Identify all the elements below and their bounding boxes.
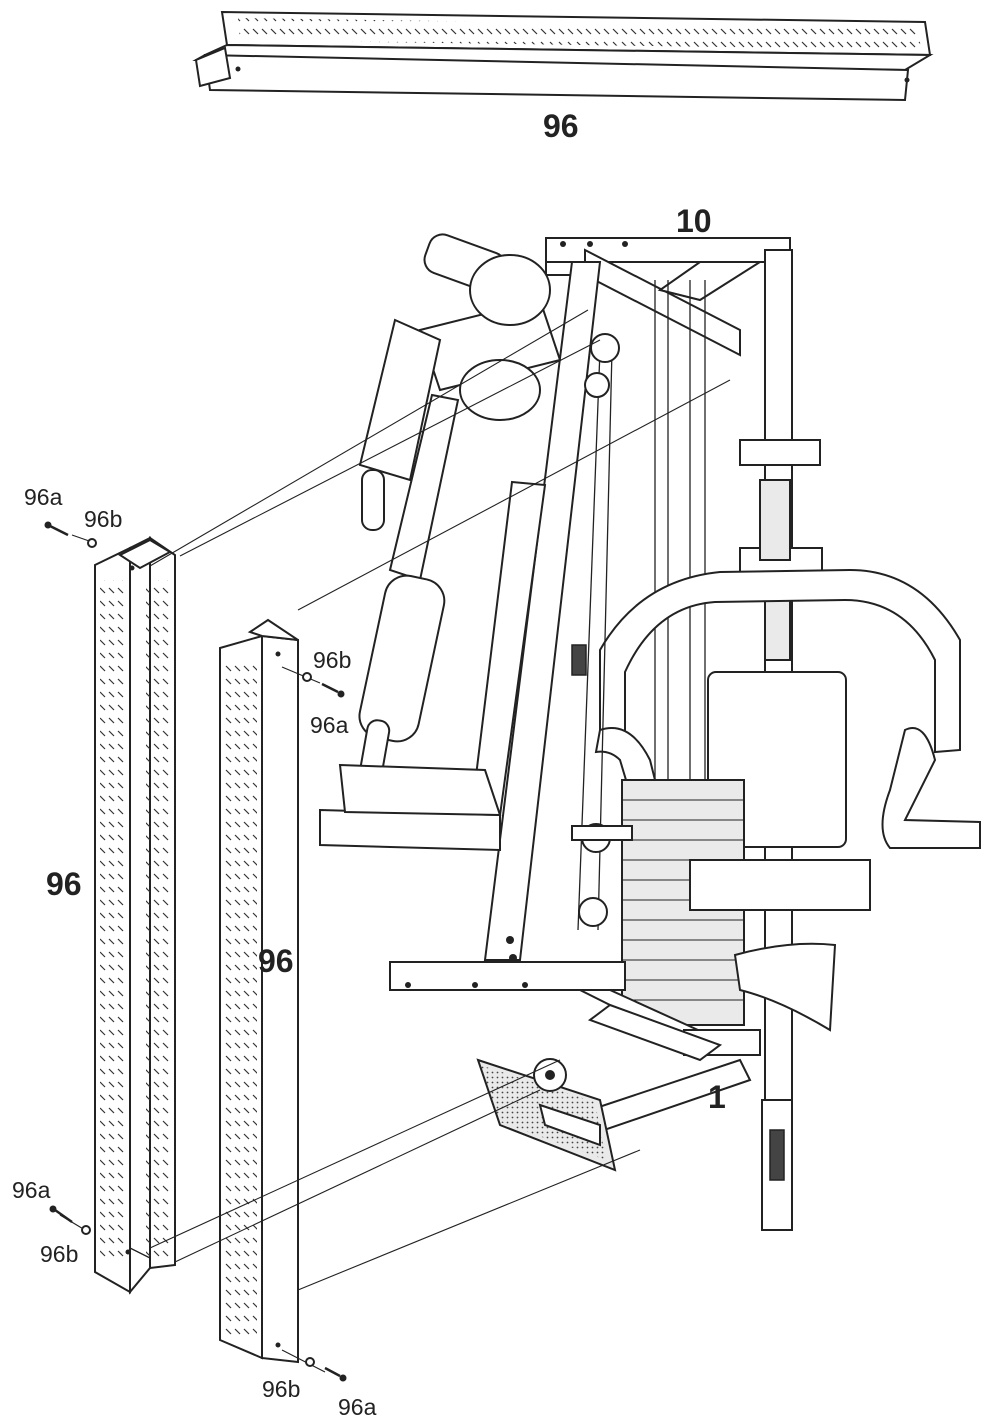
alignment-lines [59,309,731,1373]
washer-icon [302,672,312,682]
label-base-frame: 1 [708,1079,726,1115]
label-screw-left-top: 96a [24,484,63,510]
middle-shroud-panel [219,618,299,1364]
label-screw-mid-top: 96a [310,712,349,738]
label-washer-mid-bottom: 96b [262,1376,300,1402]
left-shroud-panel [94,536,176,1295]
screw-icon [324,1366,347,1382]
top-shroud-panel [192,10,934,102]
label-washer-left-top: 96b [84,506,122,532]
washer-icon [87,538,97,548]
gym-machine-frame [319,233,981,1231]
washer-icon [305,1357,315,1367]
top-frame-member [545,237,791,263]
washer-icon [81,1225,91,1235]
label-washer-mid-top: 96b [313,647,351,673]
label-screw-mid-bottom: 96a [338,1394,377,1420]
label-middle-panel: 96 [258,943,294,979]
label-left-panel: 96 [46,866,82,902]
label-screw-left-bottom: 96a [12,1177,51,1203]
label-frame-top: 10 [676,203,712,239]
label-top-panel: 96 [543,108,579,144]
hardware [44,521,347,1382]
screw-icon [44,521,69,537]
screw-icon [321,682,345,698]
screw-icon [49,1205,73,1224]
label-washer-left-bottom: 96b [40,1241,78,1267]
